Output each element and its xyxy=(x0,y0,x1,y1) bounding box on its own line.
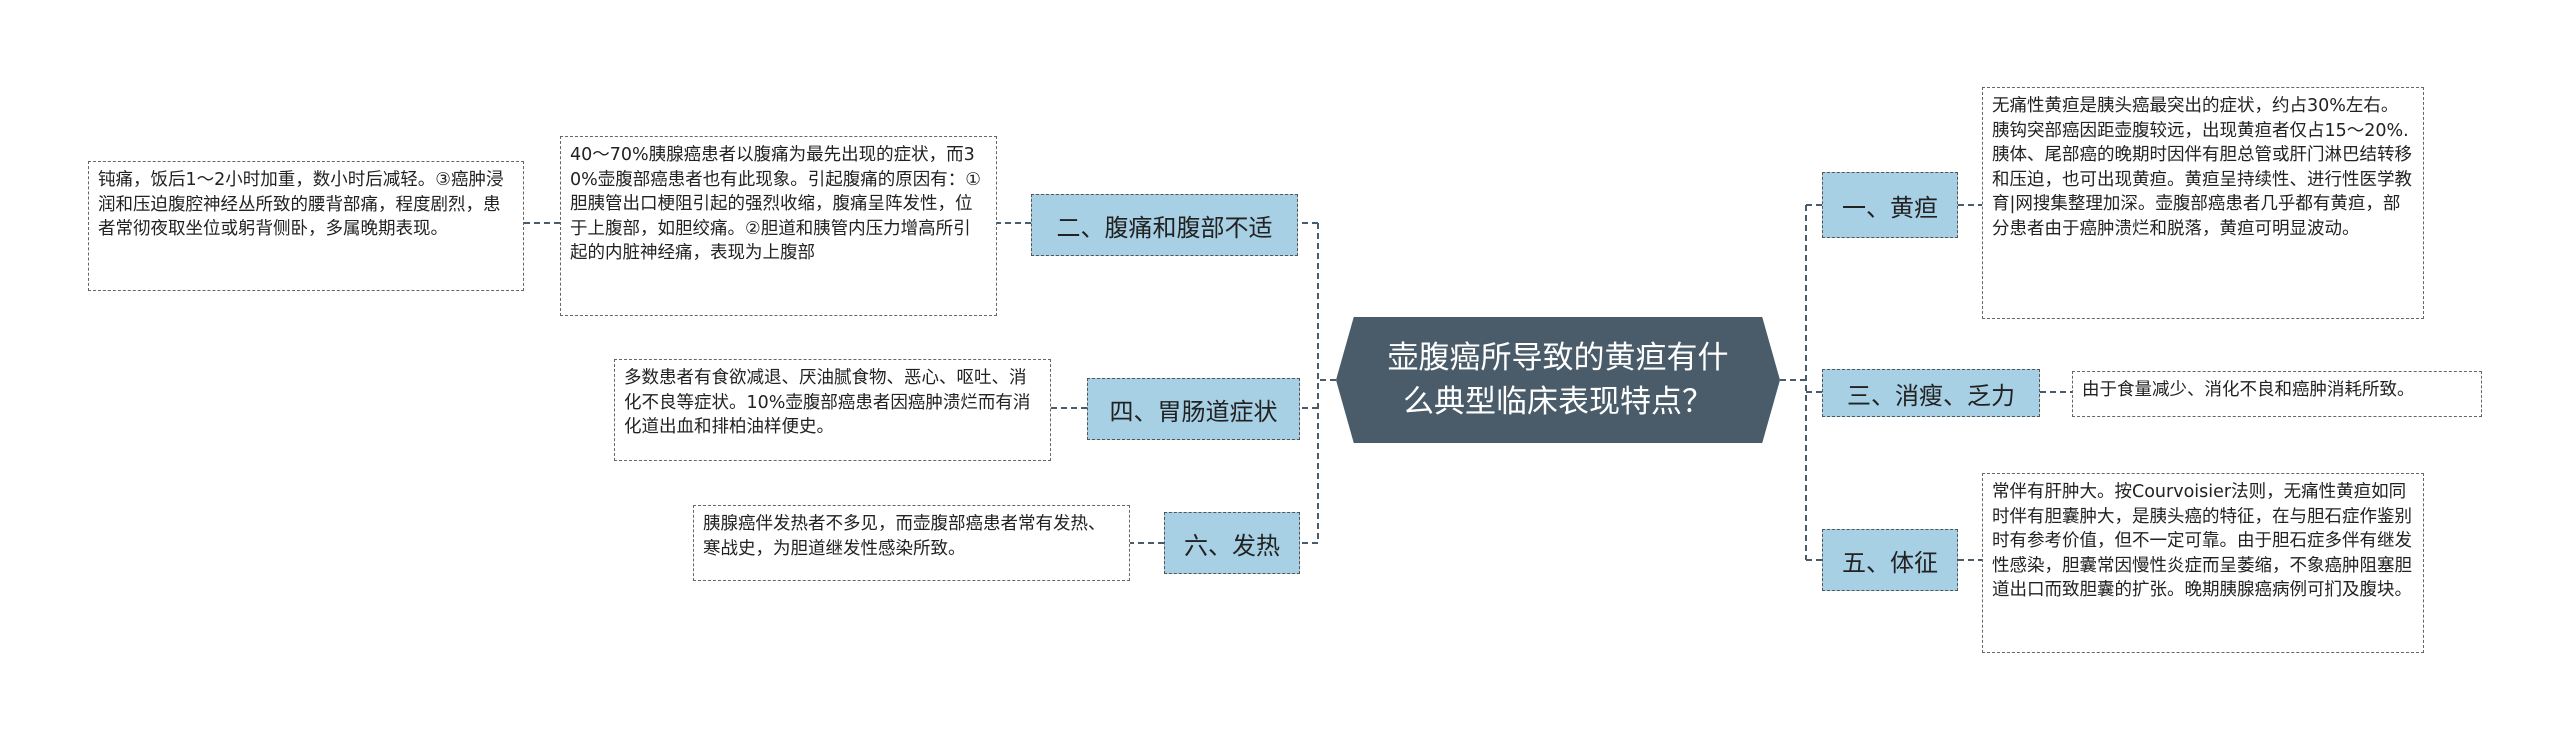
detail-weight-loss: 由于食量减少、消化不良和癌肿消耗所致。 xyxy=(2072,371,2482,417)
branch-gi-symptoms[interactable]: 四、胃肠道症状 xyxy=(1087,378,1300,440)
detail-jaundice: 无痛性黄疸是胰头癌最突出的症状，约占30%左右。胰钩突部癌因距壶腹较远，出现黄疸… xyxy=(1982,87,2424,319)
central-topic[interactable]: 壶腹癌所导致的黄疸有什么典型临床表现特点？ xyxy=(1336,317,1780,443)
detail-fever: 胰腺癌伴发热者不多见，而壶腹部癌患者常有发热、寒战史，为胆道继发性感染所致。 xyxy=(693,505,1130,581)
branch-jaundice[interactable]: 一、黄疸 xyxy=(1822,172,1958,238)
branch-abdominal-pain[interactable]: 二、腹痛和腹部不适 xyxy=(1031,194,1298,256)
branch-weight-loss[interactable]: 三、消瘦、乏力 xyxy=(1822,369,2040,417)
branch-signs[interactable]: 五、体征 xyxy=(1822,529,1958,591)
detail-signs: 常伴有肝肿大。按Courvoisier法则，无痛性黄疸如同时伴有胆囊肿大，是胰头… xyxy=(1982,473,2424,653)
detail-abdominal-pain: 40～70%胰腺癌患者以腹痛为最先出现的症状，而30%壶腹部癌患者也有此现象。引… xyxy=(560,136,997,316)
branch-fever[interactable]: 六、发热 xyxy=(1164,512,1300,574)
detail-gi-symptoms: 多数患者有食欲减退、厌油腻食物、恶心、呕吐、消化不良等症状。10%壶腹部癌患者因… xyxy=(614,359,1051,461)
detail-abdominal-pain-cont: 钝痛，饭后1～2小时加重，数小时后减轻。③癌肿浸润和压迫腹腔神经丛所致的腰背部痛… xyxy=(88,161,524,291)
